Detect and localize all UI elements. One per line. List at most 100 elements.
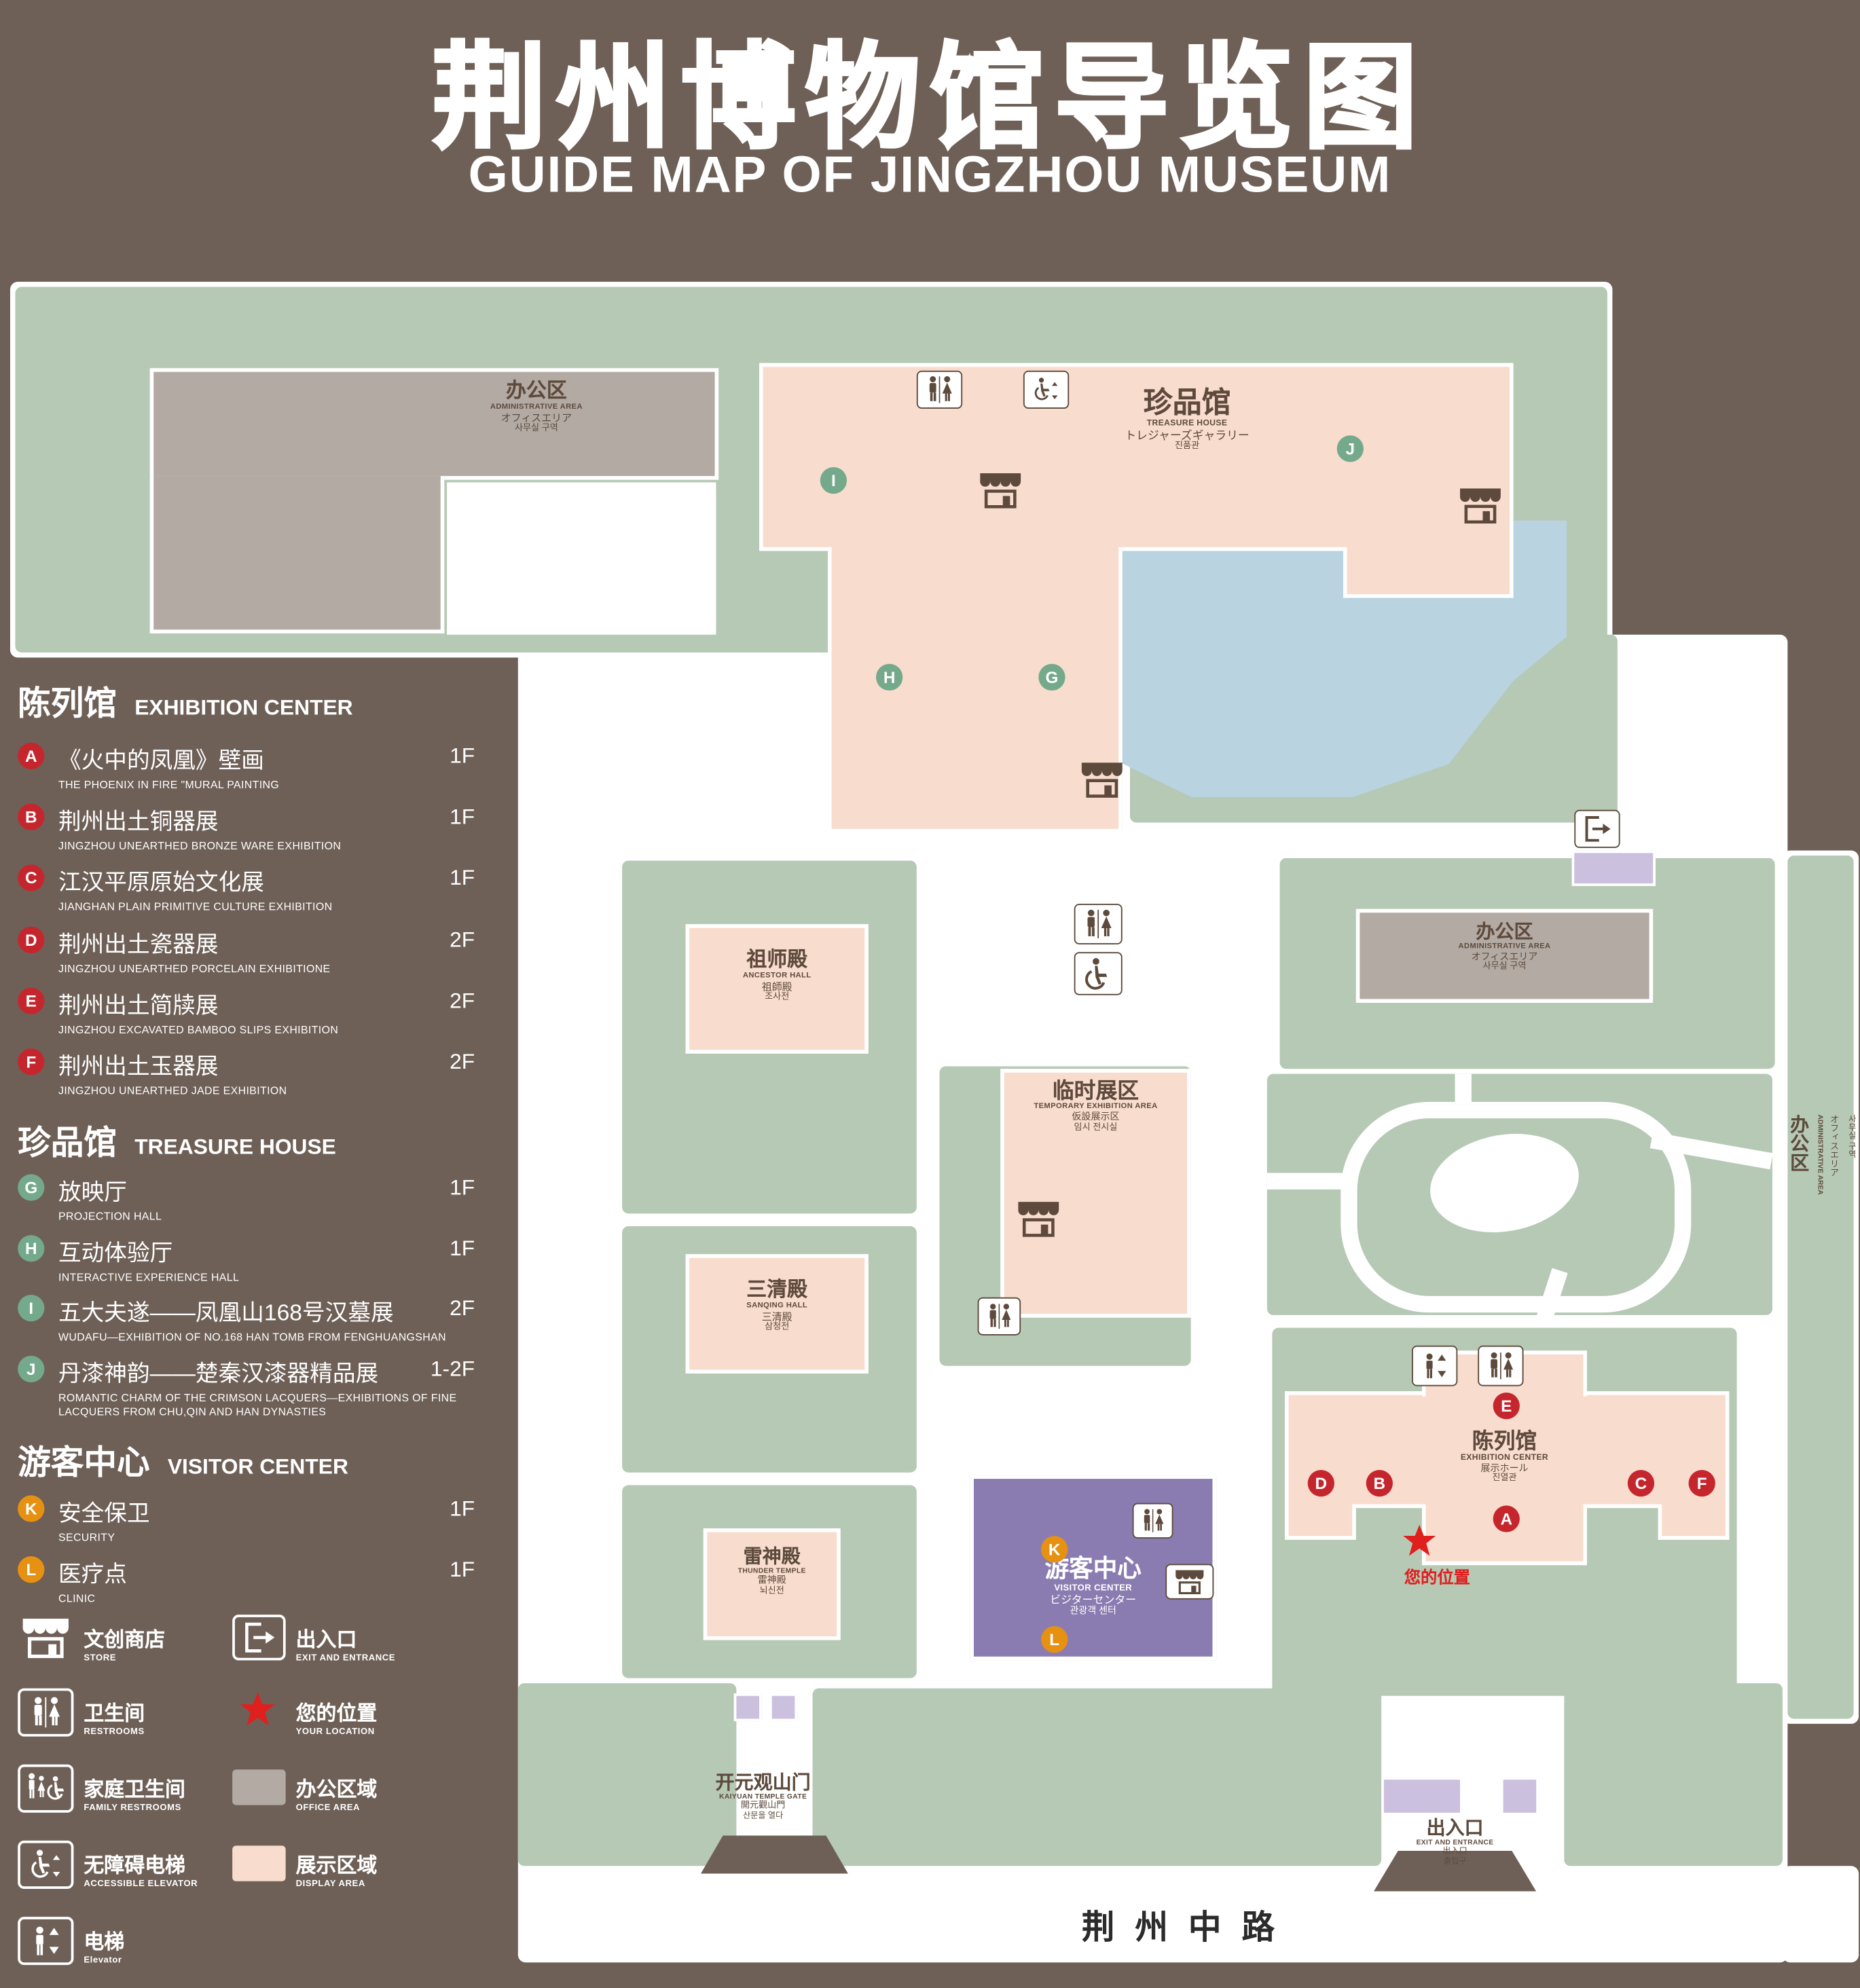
entrance-structure: [1571, 850, 1656, 886]
marker-badge-J: J: [18, 1355, 45, 1382]
store-icon: [18, 1615, 73, 1660]
marker-badge-G: G: [18, 1174, 45, 1201]
exit-top-label: 出入口 EXIT AND ENTRANCE 出入口 출입구: [1640, 787, 1725, 841]
legend-item-J: J 丹漆神韵——楚秦汉漆器精品展 1-2F ROMANTIC CHARM OF …: [18, 1355, 482, 1420]
exit-icon: [1574, 809, 1620, 848]
lawn-patch: [812, 1688, 1382, 1866]
your-location-label: 您的位置: [1404, 1567, 1470, 1587]
exhibition-center-building: [1285, 1504, 1356, 1540]
legend-item-E: E 荆州出土简牍展 2F JINGZHOU EXCAVATED BAMBOO S…: [18, 987, 482, 1037]
lawn-patch: [1787, 855, 1854, 1719]
temporary-exhibition-label: 临时展区 TEMPORARY EXHIBITION AREA 仮設展示区 임시 …: [1034, 1079, 1158, 1133]
legend-item-A: A 《火中的凤凰》壁画 1F THE PHOENIX IN FIRE "MURA…: [18, 742, 482, 792]
display-area-swatch: [232, 1845, 286, 1881]
map-marker-I: I: [820, 467, 847, 494]
gate-pillar: [733, 1693, 762, 1722]
store-icon: [1165, 1564, 1214, 1600]
marker-badge-B: B: [18, 803, 45, 830]
poster-subtitle: GUIDE MAP OF JINGZHOU MUSEUM: [468, 147, 1392, 204]
marker-badge-A: A: [18, 742, 45, 769]
treasure-house-building: [1343, 547, 1514, 598]
exhibition-center-label: 陈列馆 EXHIBITION CENTER 展示ホール 진열관: [1460, 1429, 1549, 1484]
sanqing-hall-building: [685, 1254, 869, 1374]
exit-driveway: [1373, 1850, 1537, 1892]
legend-item-I: I 五大夫遂——凤凰山168号汉墓展 2F WUDAFU—EXHIBITION …: [18, 1294, 482, 1344]
map-marker-K: K: [1041, 1536, 1068, 1563]
accessible-elevator-icon: [1023, 370, 1070, 409]
temporary-exhibition-building: [1000, 1069, 1191, 1318]
your-location-star-icon: [1402, 1524, 1437, 1559]
admin-mid-label: 办公区 ADMINISTRATIVE AREA オフィスエリア 사무실 구역: [1458, 921, 1551, 972]
legend-item-C: C 江汉平原原始文化展 1F JIANGHAN PLAIN PRIMITIVE …: [18, 864, 482, 914]
legend-item-D: D 荆州出土瓷器展 2F JINGZHOU UNEARTHED PORCELAI…: [18, 926, 482, 976]
map-marker-D: D: [1307, 1469, 1334, 1497]
legend-item-B: B 荆州出土铜器展 1F JINGZHOU UNEARTHED BRONZE W…: [18, 803, 482, 853]
restroom-icon: [977, 1297, 1021, 1336]
marker-badge-E: E: [18, 987, 45, 1014]
road-label: 荆州中路: [1081, 1908, 1295, 1947]
family-restroom-icon: [1074, 952, 1123, 995]
legend-item-F: F 荆州出土玉器展 2F JINGZHOU UNEARTHED JADE EXH…: [18, 1048, 482, 1098]
accessible-elevator-icon: [18, 1840, 74, 1889]
exit-bottom-label: 出入口 EXIT AND ENTRANCE 出入口 출입구: [1416, 1818, 1494, 1866]
lawn-patch: [1564, 1683, 1783, 1866]
thunder-temple-label: 雷神殿 THUNDER TEMPLE 雷神殿 뇌신전: [737, 1546, 806, 1596]
restroom-icon: [916, 370, 963, 409]
office-area-swatch: [232, 1769, 286, 1805]
path-surface: [1782, 1866, 1859, 1963]
ancestor-hall-building: [685, 924, 869, 1054]
ancestor-hall-label: 祖师殿 ANCESTOR HALL 祖師殿 조사전: [742, 949, 812, 1002]
map-marker-J: J: [1336, 435, 1364, 462]
legend-item-K: K 安全保卫 1F SECURITY: [18, 1495, 482, 1545]
legend-item-G: G 放映厅 1F PROJECTION HALL: [18, 1174, 482, 1223]
store-icon: [975, 470, 1026, 511]
legend-item-H: H 互动体验厅 1F INTERACTIVE EXPERIENCE HALL: [18, 1235, 482, 1285]
poster-title: 荆州博物馆导览图: [431, 34, 1428, 164]
courtyard: [447, 482, 716, 635]
admin-building-mid: [1355, 908, 1654, 1003]
garden-path: [1455, 1073, 1472, 1110]
map-marker-L: L: [1041, 1625, 1068, 1653]
exhibition-center-building: [1658, 1504, 1730, 1540]
elevator-icon: [1411, 1345, 1458, 1386]
gate-pillar: [769, 1693, 798, 1722]
map-marker-C: C: [1627, 1469, 1655, 1497]
location-star-icon: [238, 1691, 276, 1729]
admin-right-label: 办公区 ADMINISTRATIVE AREA オフィスエリア 사무실 구역: [1787, 1114, 1855, 1195]
restroom-icon: [1132, 1503, 1173, 1539]
exit-icon: [232, 1615, 286, 1661]
elevator-icon: [18, 1917, 74, 1966]
store-icon: [1076, 759, 1127, 800]
restroom-icon: [1074, 904, 1123, 944]
map-marker-H: H: [876, 663, 903, 691]
treasure-house-building: [827, 547, 1123, 833]
marker-badge-H: H: [18, 1235, 45, 1262]
map-marker-F: F: [1688, 1469, 1715, 1497]
marker-badge-L: L: [18, 1556, 45, 1583]
lawn-patch: [517, 1683, 737, 1866]
store-icon: [1013, 1198, 1064, 1239]
admin-top-label: 办公区 ADMINISTRATIVE AREA オフィスエリア 사무실 구역: [490, 380, 583, 433]
sanqing-hall-label: 三清殿 SANQING HALL 三清殿 삼청전: [746, 1279, 808, 1332]
gate-driveway: [701, 1835, 848, 1874]
map-marker-B: B: [1366, 1469, 1393, 1497]
legend-item-L: L 医疗点 1F CLINIC: [18, 1556, 482, 1606]
treasure-house-label: 珍品馆 TREASURE HOUSE トレジャーズギャラリー 진품관: [1125, 386, 1250, 451]
garden-path: [1266, 1173, 1346, 1190]
map-marker-E: E: [1493, 1392, 1520, 1420]
map-marker-A: A: [1493, 1505, 1520, 1532]
admin-building-top: [149, 476, 445, 633]
gate-label: 开元观山门 KAIYUAN TEMPLE GATE 開元觀山門 산문을 열다: [715, 1771, 811, 1821]
marker-badge-K: K: [18, 1495, 45, 1522]
